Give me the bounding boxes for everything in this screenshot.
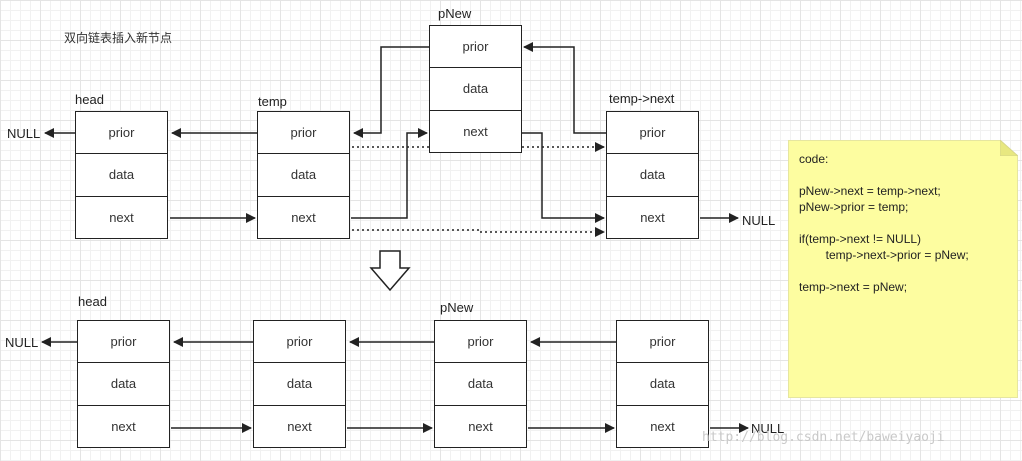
- node-label-pnew: pNew: [438, 6, 472, 21]
- field-next: next: [468, 419, 493, 435]
- arrow-temp-next-pnew: [351, 128, 428, 219]
- node-head: prior data next: [75, 111, 168, 239]
- field-data: data: [607, 154, 698, 197]
- node-bottom-pnew: prior data next: [434, 320, 527, 448]
- null-label-bottom-left: NULL: [5, 335, 39, 350]
- code-line: if(temp->next != NULL): [799, 232, 922, 246]
- field-next: next: [640, 210, 665, 226]
- watermark: http://blog.csdn.net/baweiyaoji: [702, 430, 945, 445]
- node-temp-next: prior data next: [606, 111, 699, 239]
- transition-down-arrow: [369, 250, 411, 292]
- field-prior: prior: [78, 321, 169, 364]
- code-line: [799, 167, 1007, 183]
- null-label-top-left: NULL: [7, 126, 41, 141]
- node-bottom-head: prior data next: [77, 320, 170, 448]
- node-label-bottom-pnew: pNew: [440, 300, 474, 315]
- field-data: data: [435, 363, 526, 406]
- node-label-head: head: [75, 92, 104, 107]
- code-line: pNew->next = temp->next;: [799, 184, 941, 198]
- field-data: data: [254, 363, 345, 406]
- node-pnew: prior data next: [429, 25, 522, 153]
- code-line: [799, 215, 1007, 231]
- field-prior: prior: [254, 321, 345, 364]
- node-label-temp-next: temp->next: [609, 91, 675, 106]
- field-data: data: [258, 154, 349, 197]
- field-data: data: [76, 154, 167, 197]
- field-prior: prior: [430, 26, 521, 69]
- field-prior: prior: [258, 112, 349, 155]
- node-temp: prior data next: [257, 111, 350, 239]
- field-next: next: [650, 419, 675, 435]
- diagram-title: 双向链表插入新节点: [64, 31, 173, 45]
- field-next: next: [463, 124, 488, 140]
- null-label-top-right: NULL: [742, 213, 776, 228]
- code-line: code:: [799, 152, 829, 166]
- field-data: data: [78, 363, 169, 406]
- node-label-temp: temp: [258, 94, 287, 109]
- field-prior: prior: [435, 321, 526, 364]
- code-note: code: pNew->next = temp->next; pNew->pri…: [788, 140, 1018, 398]
- field-next: next: [111, 419, 136, 435]
- code-line: temp->next->prior = pNew;: [799, 248, 969, 262]
- field-next: next: [109, 210, 134, 226]
- code-line: temp->next = pNew;: [799, 280, 908, 294]
- code-line: pNew->prior = temp;: [799, 200, 909, 214]
- field-prior: prior: [76, 112, 167, 155]
- field-data: data: [430, 68, 521, 111]
- node-bottom-4: prior data next: [616, 320, 709, 448]
- null-label-bottom-right: NULL: [751, 421, 785, 436]
- note-fold-corner: [1000, 140, 1018, 156]
- arrow-tempnext-prior-pnew: [523, 42, 606, 134]
- field-next: next: [287, 419, 312, 435]
- field-prior: prior: [617, 321, 708, 364]
- field-prior: prior: [607, 112, 698, 155]
- node-bottom-2: prior data next: [253, 320, 346, 448]
- node-label-bottom-head: head: [78, 294, 107, 309]
- field-data: data: [617, 363, 708, 406]
- old-link-tempnext-to-temp: [352, 227, 605, 237]
- field-next: next: [291, 210, 316, 226]
- arrow-pnew-next-tempnext: [522, 132, 605, 223]
- code-line: [799, 263, 1007, 279]
- arrow-pnew-prior-temp: [353, 46, 429, 138]
